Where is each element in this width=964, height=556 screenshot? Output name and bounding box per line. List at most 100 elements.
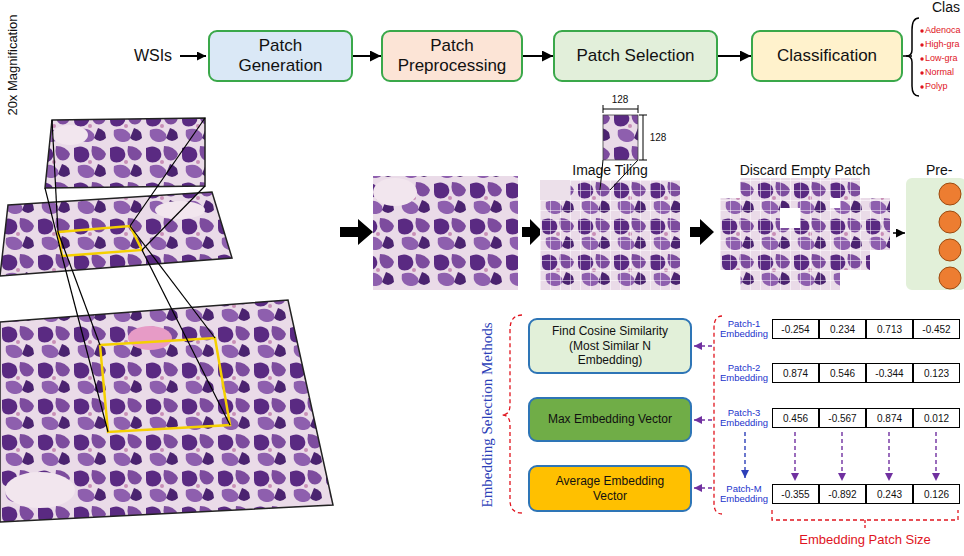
projection-line xyxy=(130,226,215,338)
bullet xyxy=(920,85,923,88)
process-box: Patch Preprocessing xyxy=(381,30,523,82)
class-item: Normal xyxy=(925,66,964,79)
input-label: WSIs xyxy=(128,46,178,66)
flow-connector xyxy=(353,55,381,57)
neuron xyxy=(939,183,961,205)
selection-arrow xyxy=(694,487,712,488)
row-label: Patch-M Embedding xyxy=(716,481,772,507)
projection-line xyxy=(142,250,230,425)
table-cell: 0.456 xyxy=(772,408,819,428)
node-text: Patch Preprocessing xyxy=(389,36,515,75)
table-cell: -0.344 xyxy=(866,363,913,383)
discarded-tile xyxy=(780,208,800,228)
neuron xyxy=(939,211,961,233)
dimension-tick xyxy=(639,115,647,116)
step-caption: Pre- xyxy=(926,162,962,179)
dashed-arrow xyxy=(893,232,905,233)
size-brace xyxy=(864,520,865,530)
class-item: High-gra xyxy=(925,38,964,51)
class-item: Adenoca xyxy=(925,24,964,37)
process-box: Patch Selection xyxy=(553,30,718,82)
table-cell: 0.243 xyxy=(866,484,913,504)
row-label: Patch-3 Embedding xyxy=(716,405,772,431)
class-item: Polyp xyxy=(925,80,964,93)
table-cell: 0.234 xyxy=(819,319,866,339)
patch-image xyxy=(373,176,518,290)
discarded-tile xyxy=(870,250,890,290)
node-text: Patch Generation xyxy=(216,36,345,75)
table-cell: 0.123 xyxy=(913,363,960,383)
table-cell: -0.452 xyxy=(913,319,960,339)
table-cell: -0.355 xyxy=(772,484,819,504)
flow-arrow xyxy=(340,219,373,245)
node-text: Find Cosine Similarity (Most Similar N E… xyxy=(538,324,682,367)
dimension-line xyxy=(603,109,638,110)
node-text: Average Embedding Vector xyxy=(538,474,682,503)
class-brace xyxy=(906,18,919,96)
tiled-image xyxy=(540,180,680,290)
column-arrow xyxy=(794,432,795,481)
table-cell: 0.874 xyxy=(866,408,913,428)
slide-layer xyxy=(0,192,232,276)
tissue-region xyxy=(128,326,172,350)
table-cell: 0.713 xyxy=(866,319,913,339)
selection-arrow xyxy=(694,345,712,346)
step-caption: Image Tiling xyxy=(560,162,660,179)
table-cell: 0.546 xyxy=(819,363,866,383)
tile-grid xyxy=(540,180,680,290)
table-cell: -0.254 xyxy=(772,319,819,339)
discarded-tile xyxy=(830,198,840,208)
dimension-label: 128 xyxy=(605,93,635,106)
zoom-box xyxy=(58,226,142,256)
bullet xyxy=(920,57,923,60)
magnification-label: 20x Magnification xyxy=(4,0,22,130)
method-box: Max Embedding Vector xyxy=(528,397,692,442)
method-box: Find Cosine Similarity (Most Similar N E… xyxy=(528,318,692,374)
method-brace xyxy=(502,315,522,513)
process-box: Patch Generation xyxy=(208,30,353,82)
projection-line xyxy=(45,188,62,256)
step-caption: Discard Empty Patch xyxy=(730,162,880,179)
neuron xyxy=(939,239,961,261)
projection-line xyxy=(62,256,108,432)
tissue-region xyxy=(5,472,75,508)
column-arrow xyxy=(935,432,936,481)
node-text: Patch Selection xyxy=(576,46,694,66)
flow-arrow xyxy=(522,219,543,245)
projection-line xyxy=(142,186,205,250)
flow-connector xyxy=(718,55,751,57)
empty-tile xyxy=(540,180,570,200)
column-arrow xyxy=(841,432,842,481)
process-box: Classification xyxy=(751,30,903,82)
dimension-line xyxy=(643,115,644,160)
discarded-tile xyxy=(720,178,740,198)
projection-line xyxy=(130,118,205,226)
tissue-region xyxy=(373,178,417,206)
table-cell: 0.874 xyxy=(772,363,819,383)
table-cell: -0.892 xyxy=(819,484,866,504)
bullet xyxy=(920,43,923,46)
row-label: Patch-1 Embedding xyxy=(716,316,772,342)
discarded-tile xyxy=(840,270,870,290)
discarded-tile xyxy=(720,270,740,290)
dimension-tick xyxy=(639,160,647,161)
class-item: Low-gra xyxy=(925,52,964,65)
neuron xyxy=(939,267,961,289)
node-text: Classification xyxy=(777,46,877,66)
slide-layer xyxy=(0,300,333,522)
patch-zoom xyxy=(603,115,638,160)
row-label: Patch-2 Embedding xyxy=(716,360,772,386)
section-label: Embedding Selection Methods xyxy=(477,295,497,535)
flow-arrow xyxy=(690,219,714,245)
tissue-region xyxy=(155,201,205,219)
table-cell: 0.126 xyxy=(913,484,960,504)
projection-line xyxy=(52,120,58,232)
bullet xyxy=(920,71,923,74)
dimension-label: 128 xyxy=(646,131,670,144)
size-brace xyxy=(772,510,958,520)
selection-arrow xyxy=(694,419,712,420)
column-arrow xyxy=(888,432,889,481)
tile-grid xyxy=(720,178,890,290)
discarded-tile xyxy=(860,178,890,198)
